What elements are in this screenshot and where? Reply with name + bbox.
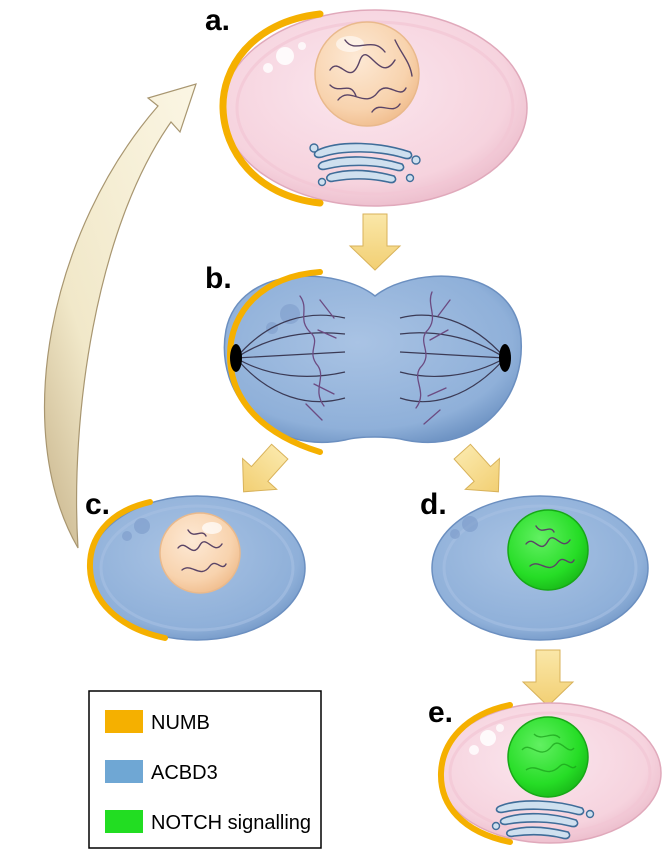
panel-label-c: c.	[85, 488, 110, 521]
nucleus	[508, 717, 588, 797]
arrow-b-to-d	[445, 436, 515, 507]
centrosome-right	[499, 344, 511, 372]
legend-label-notch: NOTCH signalling	[151, 812, 311, 834]
legend-item-acbd3: ACBD3	[105, 760, 218, 784]
arrow-b-to-c	[226, 436, 296, 507]
panel-label-e: e.	[428, 696, 453, 729]
legend-swatch-acbd3	[105, 760, 143, 783]
nucleus	[160, 513, 240, 593]
panel-label-a: a.	[205, 4, 230, 37]
legend-swatch-numb	[105, 710, 143, 733]
panel-label-d: d.	[420, 488, 447, 521]
legend-label-numb: NUMB	[151, 712, 210, 734]
legend-item-numb: NUMB	[105, 710, 210, 734]
renewal-curved-arrow	[45, 84, 196, 548]
cell-b	[224, 272, 521, 452]
cell-d	[432, 496, 648, 640]
nucleus	[508, 510, 588, 590]
legend-label-acbd3: ACBD3	[151, 762, 218, 784]
cell-a	[223, 10, 527, 206]
legend-item-notch: NOTCH signalling	[105, 810, 311, 834]
panel-label-b: b.	[205, 262, 232, 295]
legend: NUMB ACBD3 NOTCH signalling	[89, 691, 321, 848]
arrow-a-to-b	[350, 214, 400, 270]
legend-swatch-notch	[105, 810, 143, 833]
cell-c	[89, 496, 305, 640]
nucleus	[315, 22, 419, 126]
centrosome-left	[230, 344, 242, 372]
cell-e	[439, 703, 661, 843]
arrow-d-to-e	[523, 650, 573, 706]
